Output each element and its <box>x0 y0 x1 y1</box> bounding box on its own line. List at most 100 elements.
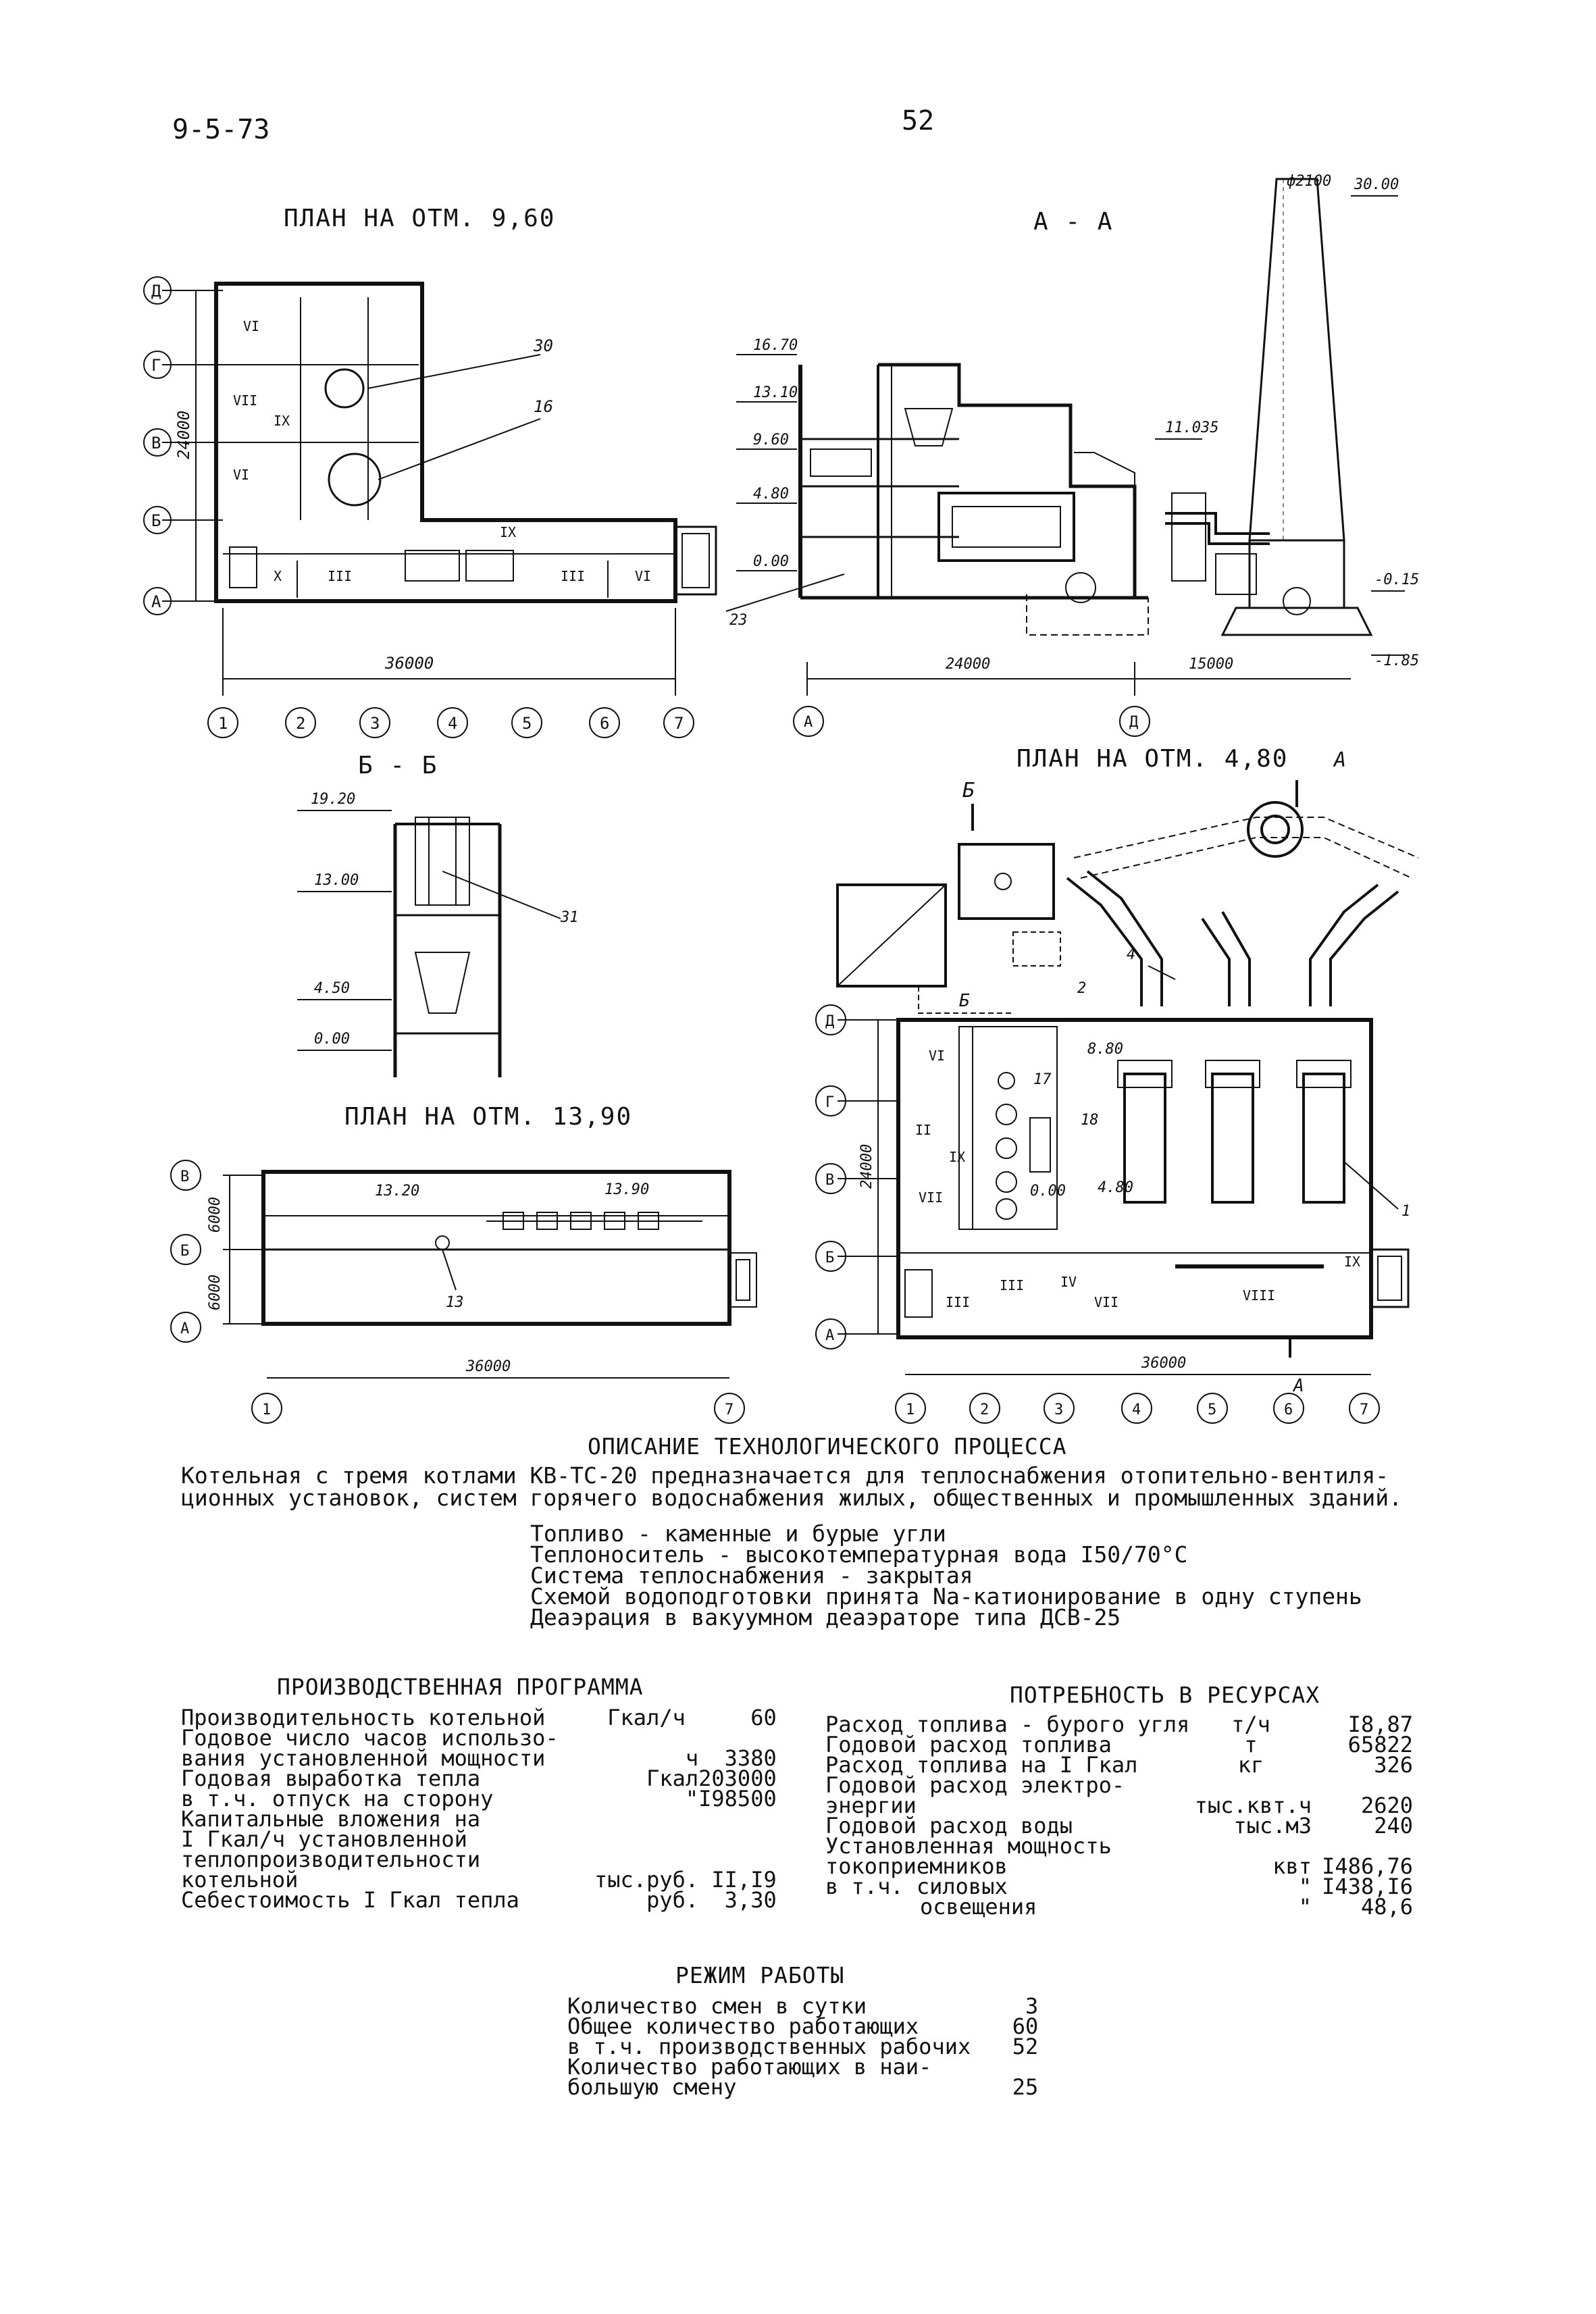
table-row: Годовой расход электро- <box>825 1772 1125 1798</box>
svg-text:Б: Б <box>959 991 970 1011</box>
svg-text:1: 1 <box>906 1402 915 1418</box>
svg-text:4: 4 <box>1132 1402 1141 1418</box>
svg-text:31: 31 <box>560 909 579 926</box>
plan-960-labels: Д Г В Б А 1 2 3 4 5 6 7 36000 24000 30 1… <box>151 282 684 733</box>
resources-title: ПОТРЕБНОСТЬ В РЕСУРСАХ <box>1010 1682 1320 1708</box>
svg-text:13: 13 <box>446 1294 464 1311</box>
svg-text:3: 3 <box>370 714 380 733</box>
svg-text:VII: VII <box>233 392 257 409</box>
svg-text:11.035: 11.035 <box>1165 419 1218 436</box>
svg-text:36000: 36000 <box>384 654 434 673</box>
table-row: Годовое число часов использо- <box>181 1725 559 1751</box>
svg-text:15000: 15000 <box>1189 656 1233 673</box>
description-item: Деаэрация в вакуумном деаэраторе типа ДС… <box>530 1604 1121 1630</box>
svg-text:Д: Д <box>825 1013 834 1030</box>
svg-text:4: 4 <box>1127 946 1135 963</box>
svg-text:А: А <box>1292 1376 1304 1396</box>
svg-text:ф2100: ф2100 <box>1287 173 1331 190</box>
plan-1390: ПЛАН НА ОТМ. 13,90 <box>170 1103 757 1424</box>
description-title: ОПИСАНИЕ ТЕХНОЛОГИЧЕСКОГО ПРОЦЕССА <box>588 1433 1067 1460</box>
svg-text:7: 7 <box>1360 1402 1368 1418</box>
svg-text:3: 3 <box>1054 1402 1063 1418</box>
svg-text:18: 18 <box>1081 1112 1099 1129</box>
work-mode-title: РЕЖИМ РАБОТЫ <box>675 1962 845 1988</box>
description-para-line2: ционных установок, систем горячего водос… <box>181 1485 1402 1511</box>
svg-text:1: 1 <box>262 1402 271 1418</box>
svg-text:IX: IX <box>500 524 516 540</box>
svg-text:7: 7 <box>725 1402 733 1418</box>
program-title: ПРОИЗВОДСТВЕННАЯ ПРОГРАММА <box>277 1674 644 1700</box>
section-bb-title: Б - Б <box>358 752 438 779</box>
svg-text:6000: 6000 <box>207 1197 224 1233</box>
svg-text:0.00: 0.00 <box>1030 1183 1066 1200</box>
svg-text:Б: Б <box>151 511 161 530</box>
svg-text:Д: Д <box>1129 714 1138 731</box>
svg-text:Г: Г <box>151 356 161 375</box>
svg-text:В: В <box>180 1168 189 1185</box>
svg-text:36000: 36000 <box>1141 1355 1186 1372</box>
svg-text:VI: VI <box>233 467 249 483</box>
svg-text:VI: VI <box>635 568 651 584</box>
svg-text:5: 5 <box>1208 1402 1216 1418</box>
svg-text:4: 4 <box>448 714 457 733</box>
description-item: Система теплоснабжения - закрытая <box>530 1562 973 1589</box>
section-bb: Б - Б <box>297 752 561 1077</box>
svg-text:19.20: 19.20 <box>311 791 355 808</box>
svg-text:24000: 24000 <box>946 656 990 673</box>
svg-text:16.70: 16.70 <box>753 337 798 354</box>
description-item: Схемой водоподготовки принята Nа-катиони… <box>530 1583 1362 1610</box>
table-row: Количество работающих в наи- <box>567 2054 932 2080</box>
svg-text:Б: Б <box>962 779 975 802</box>
svg-text:X: X <box>274 568 282 584</box>
svg-text:IX: IX <box>1344 1254 1360 1270</box>
svg-text:2: 2 <box>296 714 305 733</box>
svg-text:1: 1 <box>218 714 228 733</box>
svg-text:А: А <box>825 1327 834 1344</box>
table-row: в т.ч. силовых"I438,I6 <box>825 1874 1413 1899</box>
svg-text:0.00: 0.00 <box>753 553 789 570</box>
svg-text:1: 1 <box>1401 1203 1410 1220</box>
table-row: освещения"48,6 <box>920 1894 1413 1920</box>
table-row: Установленная мощность <box>825 1833 1112 1859</box>
svg-text:2: 2 <box>980 1402 989 1418</box>
svg-text:Д: Д <box>151 282 161 301</box>
svg-text:13.20: 13.20 <box>375 1183 419 1200</box>
table-row: теплопроизводительности <box>181 1847 481 1872</box>
svg-text:А: А <box>151 592 161 611</box>
svg-text:8.80: 8.80 <box>1087 1041 1123 1058</box>
svg-text:II: II <box>915 1122 931 1138</box>
svg-text:-1.85: -1.85 <box>1374 652 1419 669</box>
svg-text:VIII: VIII <box>1243 1287 1275 1304</box>
svg-text:36000: 36000 <box>465 1358 511 1375</box>
sheet-code: 9-5-73 <box>172 114 270 145</box>
svg-text:Б: Б <box>180 1243 189 1260</box>
svg-text:А: А <box>180 1320 189 1337</box>
svg-text:30: 30 <box>533 336 553 355</box>
svg-text:17: 17 <box>1033 1071 1052 1088</box>
plan-480-labels: Д Г В Б А 1 2 3 4 5 6 7 36000 24000 А А … <box>825 748 1410 1418</box>
section-aa-title: А - А <box>1033 208 1113 236</box>
svg-text:-0.15: -0.15 <box>1374 571 1419 588</box>
plan-1390-title: ПЛАН НА ОТМ. 13,90 <box>344 1103 632 1131</box>
svg-text:IV: IV <box>1060 1274 1077 1290</box>
svg-text:VI: VI <box>243 318 259 334</box>
svg-text:III: III <box>1000 1277 1024 1293</box>
svg-text:В: В <box>825 1172 834 1189</box>
section-bb-labels: 19.20 13.00 4.50 0.00 31 <box>311 791 579 1048</box>
svg-text:24000: 24000 <box>174 411 193 459</box>
svg-text:III: III <box>561 568 585 584</box>
svg-text:VII: VII <box>919 1189 943 1206</box>
svg-text:16: 16 <box>534 397 553 416</box>
